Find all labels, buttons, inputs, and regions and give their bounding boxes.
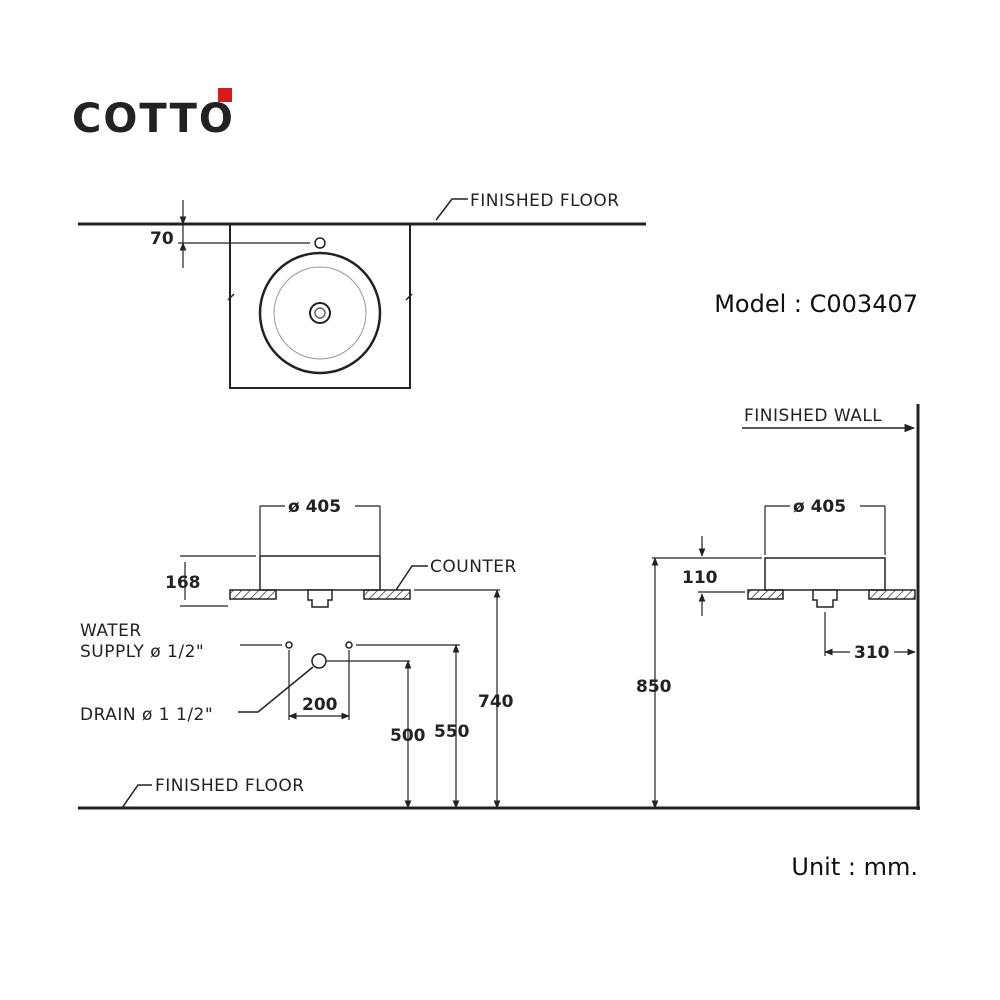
side-dim-110: 110 <box>682 568 718 588</box>
plan-drain-inner <box>314 307 326 319</box>
plan-dim-70: 70 <box>150 229 174 249</box>
drain-outlet <box>311 653 327 669</box>
water-supply-right <box>345 641 353 649</box>
model-label: Model : C003407 <box>714 290 918 318</box>
brand-logo-mark <box>218 88 232 102</box>
front-drain-fitting <box>307 589 333 608</box>
plan-faucet-hole <box>314 237 326 249</box>
front-dim-168: 168 <box>165 573 201 593</box>
front-view: ø 405 COUNTER 168 WATER SUPPLY ø 1/2" <box>78 497 920 810</box>
plan-floor-leader <box>435 198 468 221</box>
side-basin <box>764 557 886 591</box>
front-diameter-label: ø 405 <box>288 497 341 517</box>
plan-basin-outer <box>258 251 382 375</box>
side-diameter-label: ø 405 <box>793 497 846 517</box>
side-counter-left <box>747 589 784 600</box>
water-supply-left <box>285 641 293 649</box>
front-counter-left <box>229 589 277 600</box>
plan-basin-inner <box>273 266 367 360</box>
drain-label: DRAIN ø 1 1/2" <box>80 705 213 725</box>
plan-floor-label: FINISHED FLOOR <box>470 191 620 211</box>
front-counter-label: COUNTER <box>430 557 517 577</box>
front-dim-500: 500 <box>390 726 426 746</box>
side-view: FINISHED WALL ø 405 110 310 <box>636 404 920 810</box>
front-basin <box>259 555 381 591</box>
side-dim-310: 310 <box>854 643 890 663</box>
unit-label: Unit : mm. <box>791 853 918 881</box>
front-dim-550: 550 <box>434 722 470 742</box>
side-counter-right <box>868 589 916 600</box>
front-counter-right <box>363 589 411 600</box>
front-dim-200: 200 <box>302 695 338 715</box>
front-floor-label: FINISHED FLOOR <box>155 776 305 796</box>
side-drain-fitting <box>812 589 838 608</box>
brand-logo: COTTO <box>72 96 235 142</box>
plan-drain-outer <box>309 302 331 324</box>
side-dim-850: 850 <box>636 677 672 697</box>
water-supply-label-1: WATER <box>80 621 142 641</box>
plan-counter-outline <box>229 223 411 389</box>
plan-view: FINISHED FLOOR 70 <box>78 191 646 389</box>
wall-label: FINISHED WALL <box>744 406 882 426</box>
front-dim-740: 740 <box>478 692 514 712</box>
water-supply-label-2: SUPPLY ø 1/2" <box>80 642 204 662</box>
